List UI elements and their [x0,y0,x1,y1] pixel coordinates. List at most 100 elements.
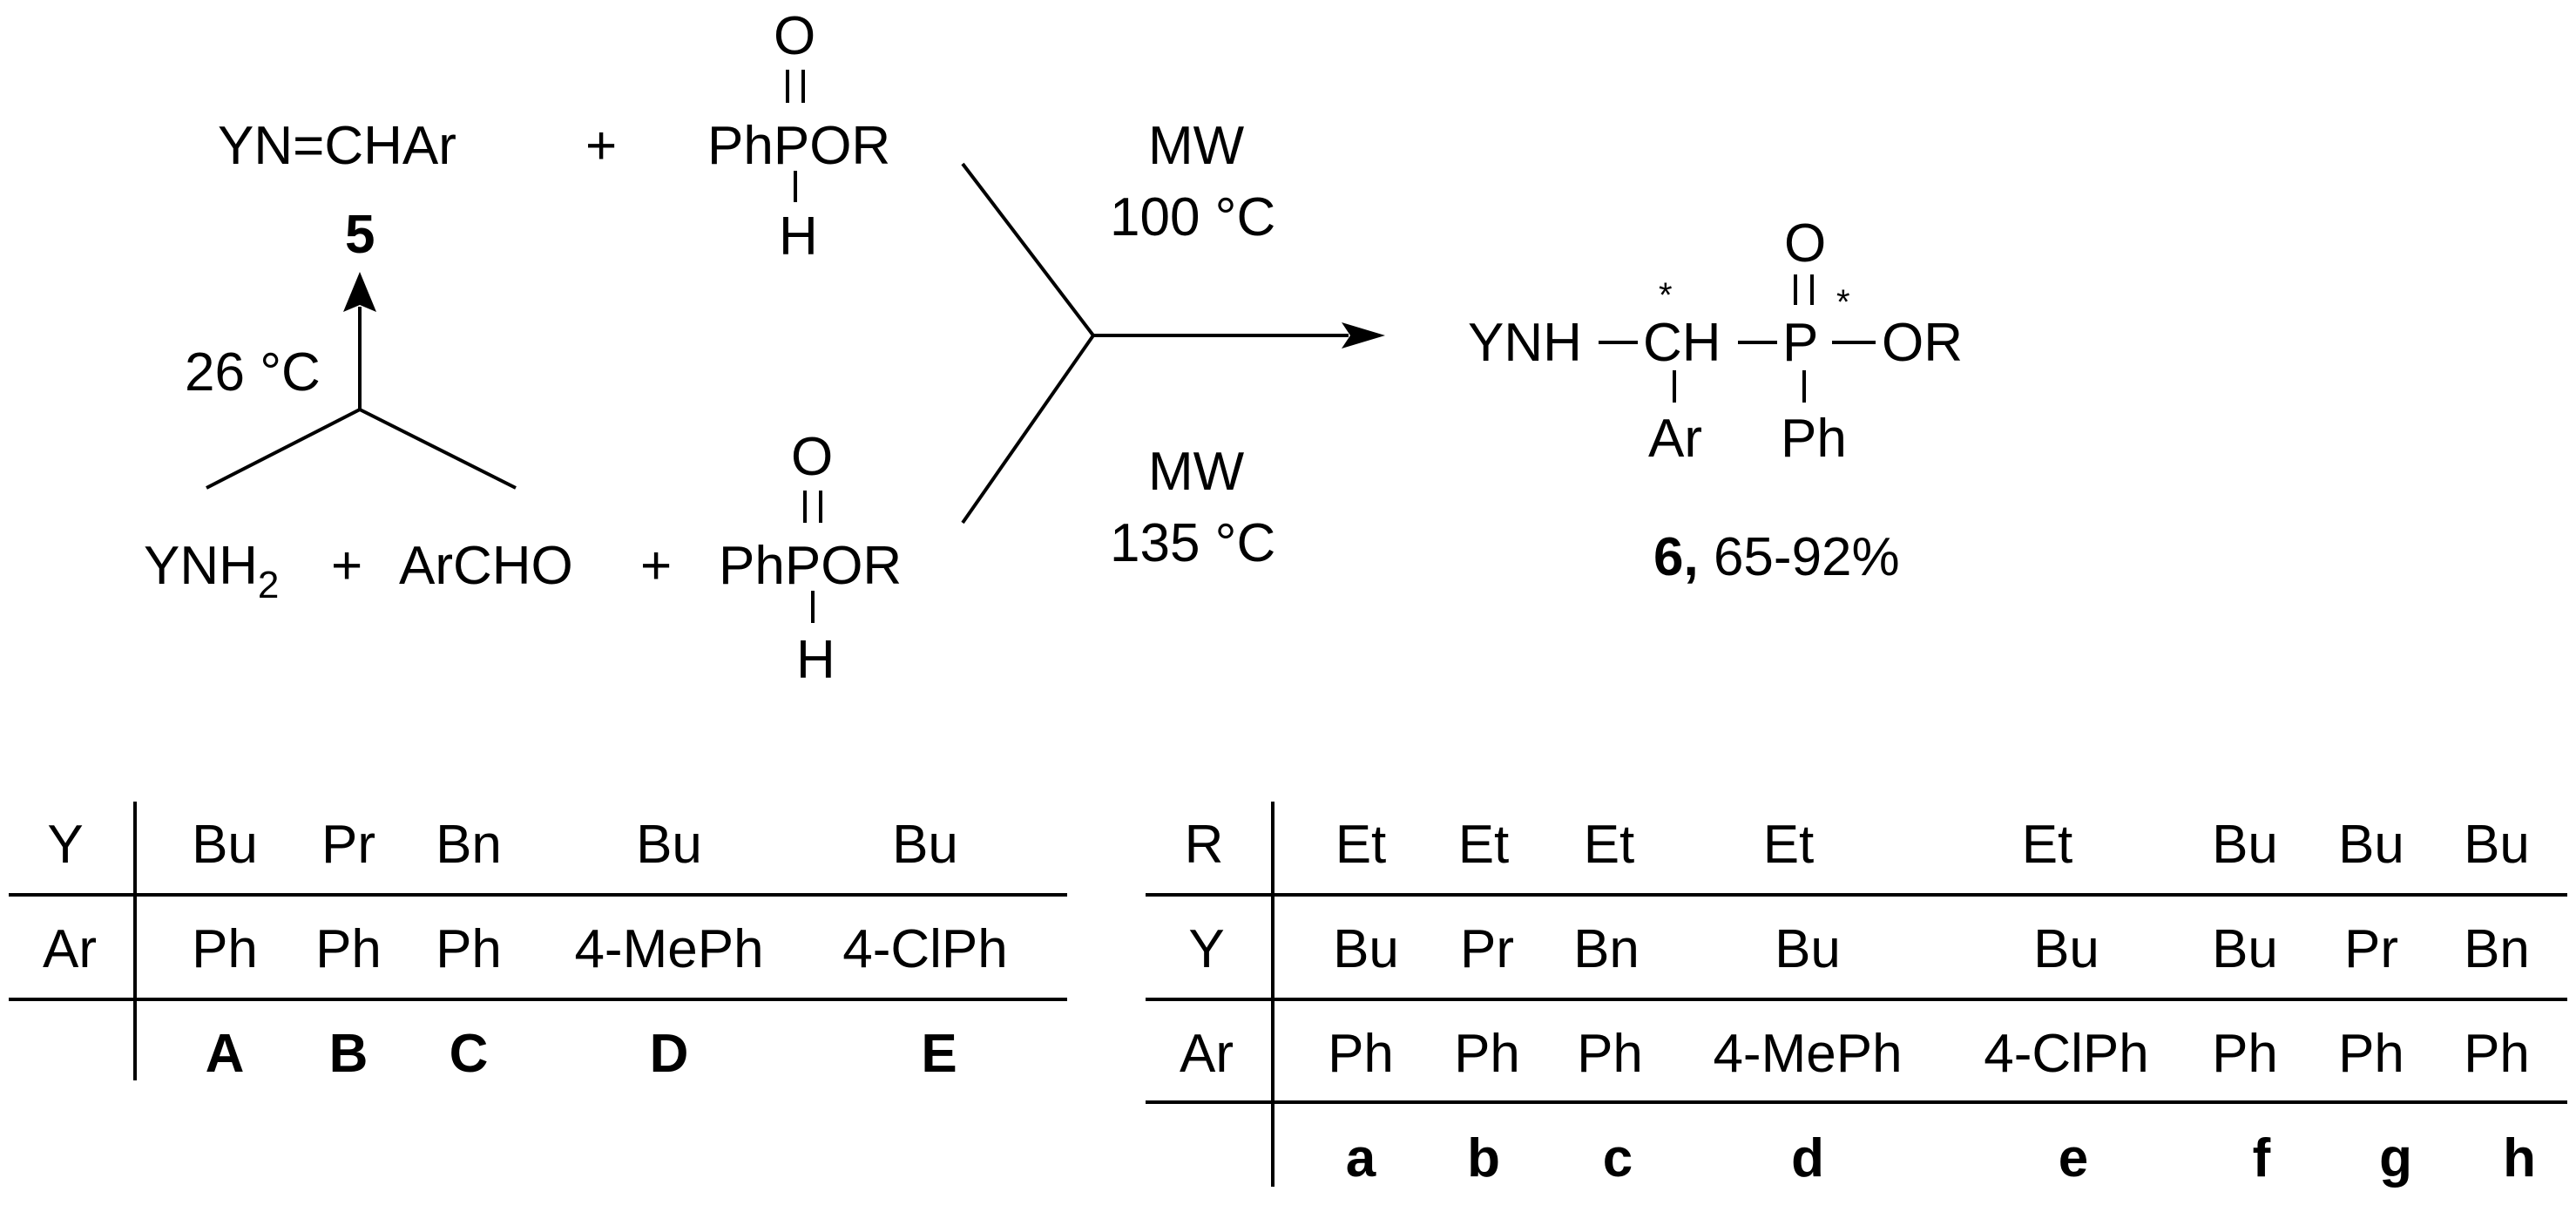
table-cell: Ph [1577,1024,1643,1084]
table-cell: Bu [2033,919,2099,979]
table-cell: Et [1335,815,1387,875]
right-row-r-cells: Et Et Et Et Et Bu Bu Bu [1335,815,2530,875]
table-cell: Ph [192,919,258,979]
plus-sign-1: + [585,116,617,176]
plus-sign-3: + [640,536,672,596]
converge-lower [961,334,1095,525]
table-cell: Bn [1573,919,1640,979]
product-or: OR [1882,313,1963,373]
product-structure: YNH CH * P * O OR Ar Ph 6, 65-92% [1468,213,1963,587]
table-cell: Bu [2338,815,2404,875]
converge-upper [961,162,1095,337]
reagent-bottom-hydrogen: H [796,630,835,690]
table-cell: Bu [892,815,958,875]
compound-label: d [1791,1128,1824,1188]
reagent-top: O PhPOR H [707,6,890,267]
compound-label: E [921,1024,957,1084]
compound-label: C [450,1024,489,1084]
product-ynh: YNH [1468,313,1582,373]
condition-bottom-line1: MW [1148,442,1245,502]
table-cell: Et [1584,815,1635,875]
compound-label: e [2059,1128,2088,1188]
arrow-head-up [343,272,376,312]
table-cell: Bu [192,815,258,875]
table-cell: Bu [1775,919,1841,979]
table-cell: Ph [315,919,382,979]
table-cell: Bu [2212,815,2278,875]
product-star-c: * [1659,276,1673,315]
right-row-header-r: R [1185,815,1224,875]
left-row-header-ar: Ar [43,919,97,979]
condition-top-line1: MW [1148,116,1245,176]
right-row-y-cells: Bu Pr Bn Bu Bu Bu Pr Bn [1333,919,2530,979]
converge-arrow-head [1342,322,1385,349]
compound-label: g [2379,1128,2412,1188]
compound-label: B [329,1024,368,1084]
compound-label: f [2253,1128,2271,1188]
table-cell: 4-ClPh [842,919,1008,979]
compound-label: h [2503,1128,2536,1188]
plus-sign-2: + [331,536,362,596]
table-cell: Bu [2464,815,2530,875]
right-row-header-ar: Ar [1180,1024,1234,1084]
product-ph: Ph [1781,409,1847,469]
left-compound-labels: A B C D E [206,1024,957,1084]
table-cell: 4-MePh [574,919,763,979]
left-row-y-cells: Bu Pr Bn Bu Bu [192,815,958,875]
table-cell: Pr [321,815,375,875]
table-cell: Ph [2338,1024,2404,1084]
table-cell: Bu [636,815,702,875]
reagent-top-oxygen: O [774,6,815,66]
condition-top-line2: 100 °C [1110,187,1275,247]
right-compound-labels: a b c d e f g h [1346,1128,2536,1188]
table-cell: Ph [2464,1024,2530,1084]
imine-formula: YN=CHAr [218,116,456,176]
table-cell: Ph [2212,1024,2278,1084]
table-cell: Bn [2464,919,2530,979]
reagent-bottom-formula: PhPOR [719,536,902,596]
compound-label: D [650,1024,689,1084]
converging-arrow [961,162,1385,525]
table-cell: Pr [1460,919,1514,979]
imine-label: 5 [345,205,375,265]
substituent-table-right: R Y Ar Et Et Et Et Et Bu Bu Bu Bu Pr Bn … [1146,802,2567,1188]
product-star-p: * [1836,283,1850,322]
condition-bottom-line2: 135 °C [1110,513,1275,573]
product-p: P [1782,313,1818,373]
left-row-header-y: Y [47,815,83,875]
compound-label: a [1346,1128,1376,1188]
product-caption: 6, 65-92% [1653,527,1900,587]
imine-temperature: 26 °C [185,342,321,403]
product-oxygen: O [1784,213,1826,274]
table-cell: Ph [1328,1024,1394,1084]
reagent-bottom: O PhPOR H [719,427,902,690]
reagent-bottom-oxygen: O [791,427,833,487]
substituent-table-left: Y Ar Bu Pr Bn Bu Bu Ph Ph Ph 4-MePh 4-Cl… [9,802,1067,1084]
compound-label: A [206,1024,245,1084]
table-cell: Et [1458,815,1510,875]
table-cell: Bu [1333,919,1399,979]
imine-formation-arrow [206,272,517,490]
table-cell: Et [1763,815,1815,875]
table-cell: Ph [436,919,502,979]
table-cell: Ph [1454,1024,1520,1084]
left-row-ar-cells: Ph Ph Ph 4-MePh 4-ClPh [192,919,1008,979]
table-cell: 4-MePh [1713,1024,1902,1084]
table-cell: 4-ClPh [1984,1024,2149,1084]
reagent-top-formula: PhPOR [707,116,890,176]
compound-label: c [1603,1128,1633,1188]
table-cell: Pr [2344,919,2398,979]
reagent-top-hydrogen: H [779,206,818,267]
arrow-branch-right [359,408,517,490]
amine-formula: YNH2 [144,536,279,606]
product-ar: Ar [1648,409,1702,469]
table-cell: Bu [2212,919,2278,979]
product-ch: CH [1643,313,1721,373]
compound-label: b [1467,1128,1500,1188]
table-cell: Et [2022,815,2073,875]
aldehyde-formula: ArCHO [399,536,573,596]
right-row-ar-cells: Ph Ph Ph 4-MePh 4-ClPh Ph Ph Ph [1328,1024,2530,1084]
right-row-header-y: Y [1188,919,1224,979]
table-cell: Bn [436,815,502,875]
